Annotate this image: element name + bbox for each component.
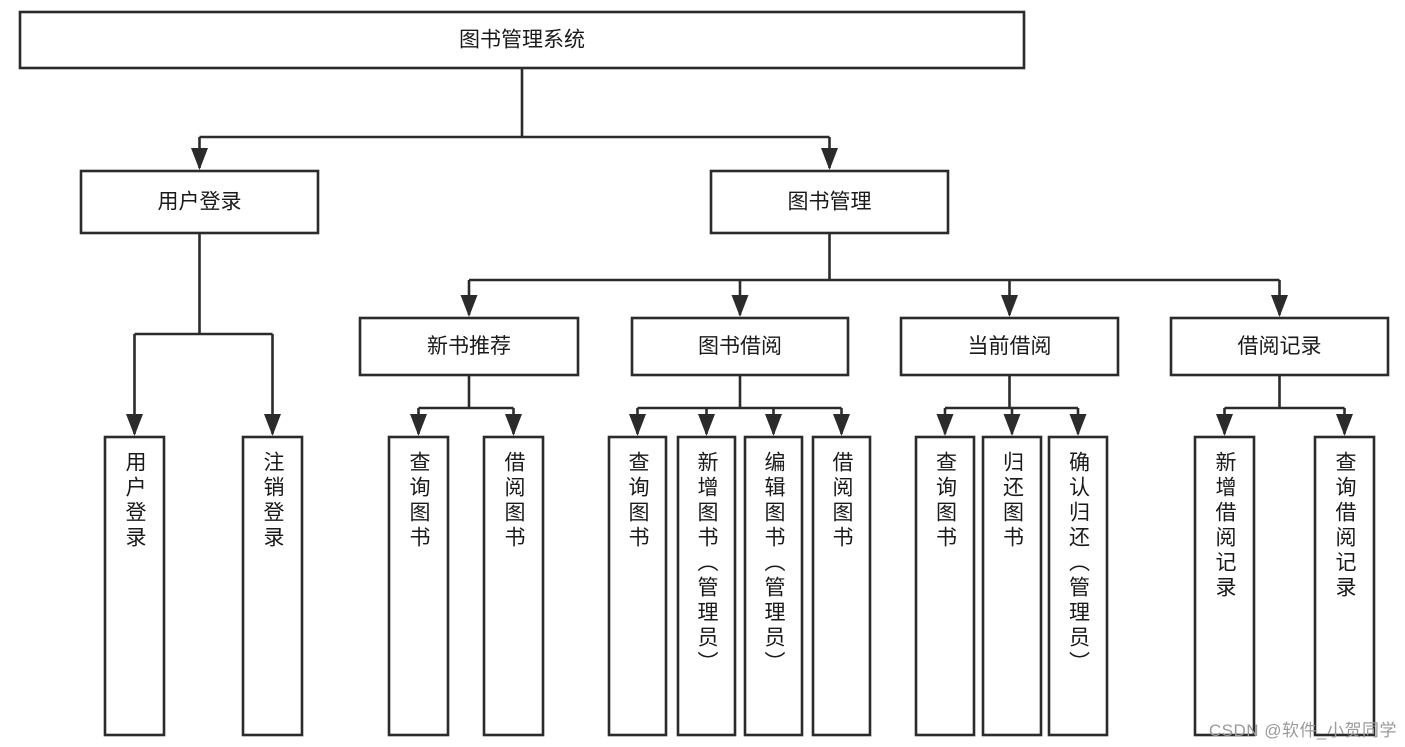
node-leaf-box-0[interactable] xyxy=(103,435,166,737)
node-boxes xyxy=(18,10,1390,737)
node-level2-box-0[interactable] xyxy=(79,169,320,235)
node-level3-label-2: 当前借阅 xyxy=(968,335,1052,358)
node-leaf-box-2[interactable] xyxy=(387,435,450,737)
node-level2-label-1: 图书管理 xyxy=(788,191,872,214)
arrow-head-icon xyxy=(821,148,838,170)
node-leaf-box-11[interactable] xyxy=(1193,435,1256,737)
node-level2-box-1[interactable] xyxy=(709,169,950,235)
node-leaf-box-1[interactable] xyxy=(241,435,304,737)
arrow-head-icon xyxy=(1336,414,1353,436)
node-level3-label-0: 新书推荐 xyxy=(427,335,511,358)
node-level3-box-0[interactable] xyxy=(358,316,580,377)
node-leaf-box-6[interactable] xyxy=(743,435,804,737)
node-level3-label-1: 图书借阅 xyxy=(698,335,782,358)
node-leaf-box-9[interactable] xyxy=(981,435,1043,737)
arrow-head-icon xyxy=(460,295,478,317)
arrow-head-icon xyxy=(698,414,715,436)
arrow-head-icon xyxy=(1069,414,1087,436)
arrow-head-icon xyxy=(1003,414,1021,436)
arrow-head-icon xyxy=(191,148,208,170)
node-level3-box-1[interactable] xyxy=(630,316,850,377)
node-leaf-box-12[interactable] xyxy=(1313,435,1376,737)
node-level3-box-3[interactable] xyxy=(1169,316,1390,377)
node-root-label: 图书管理系统 xyxy=(459,29,585,52)
arrow-head-icon xyxy=(833,414,850,436)
arrow-head-icon xyxy=(731,295,749,317)
arrow-head-icon xyxy=(936,414,954,436)
connector-lines xyxy=(126,68,1353,436)
arrow-head-icon xyxy=(410,414,427,436)
arrow-head-icon xyxy=(765,414,782,436)
node-leaf-box-5[interactable] xyxy=(676,435,737,737)
arrow-head-icon xyxy=(126,414,143,436)
csdn-watermark: CSDN @软件_小贺同学 xyxy=(1208,721,1397,740)
arrow-head-icon xyxy=(505,414,522,436)
node-leaf-box-4[interactable] xyxy=(607,435,668,737)
arrow-head-icon xyxy=(264,414,281,436)
node-root-box[interactable] xyxy=(18,10,1026,70)
arrow-head-icon xyxy=(1001,295,1018,317)
node-level3-box-2[interactable] xyxy=(899,316,1120,377)
arrow-head-icon xyxy=(629,414,646,436)
node-leaf-box-8[interactable] xyxy=(914,435,976,737)
node-leaf-box-7[interactable] xyxy=(811,435,872,737)
arrow-head-icon xyxy=(1216,414,1233,436)
node-leaf-box-10[interactable] xyxy=(1047,435,1109,737)
node-level2-label-0: 用户登录 xyxy=(158,191,242,214)
arrow-head-icon xyxy=(1271,295,1288,317)
node-leaf-box-3[interactable] xyxy=(482,435,545,737)
node-level3-label-3: 借阅记录 xyxy=(1238,335,1322,358)
